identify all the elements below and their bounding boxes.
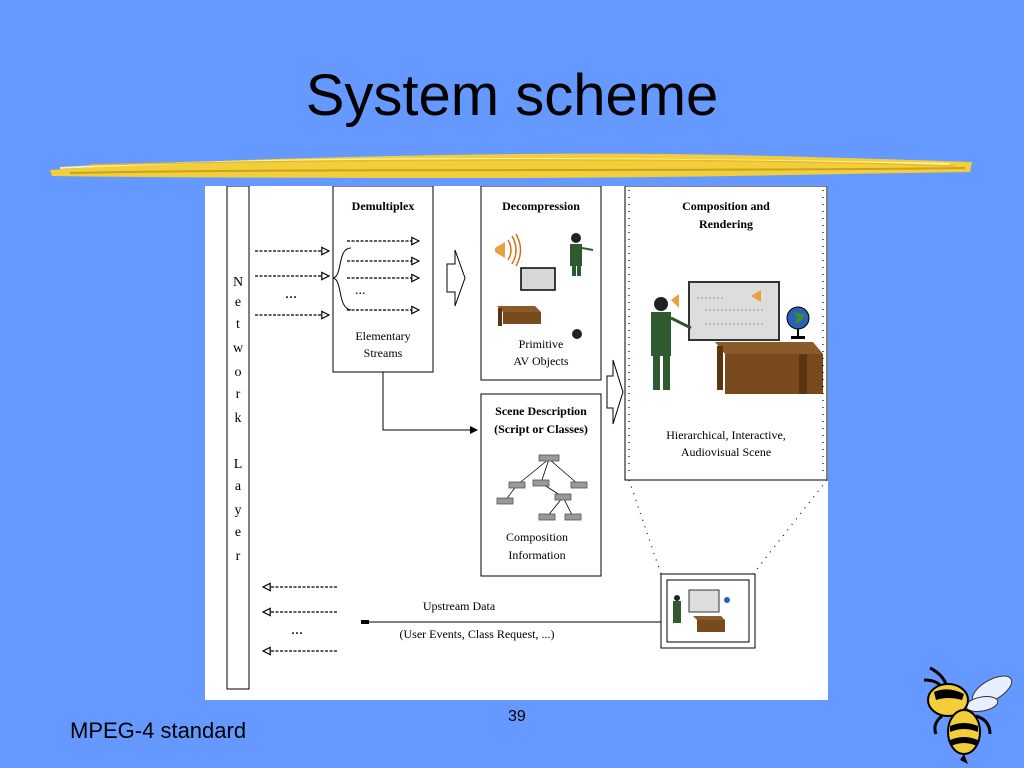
desk-icon [497, 306, 541, 326]
upstream-label-1: Upstream Data [423, 599, 496, 613]
speaker-icon [495, 233, 522, 267]
demultiplex-label-1: Elementary [355, 329, 410, 343]
network-layer-letter: e [235, 295, 241, 310]
decompression-title: Decompression [502, 199, 580, 213]
outgoing-streams [263, 587, 337, 651]
upstream-data: Upstream Data (User Events, Class Reques… [361, 599, 661, 641]
zoom-lines [628, 190, 828, 575]
scene-tree-icon [496, 454, 588, 521]
incoming-ellipsis: ... [285, 285, 297, 302]
page-number: 39 [508, 708, 526, 725]
scene-description-title-1: Scene Description [495, 404, 587, 418]
presenter-icon [651, 297, 692, 390]
network-layer-letter: L [234, 457, 243, 472]
upstream-label-2: (User Events, Class Request, ...) [400, 627, 555, 641]
network-layer-letter: k [235, 411, 242, 426]
hollow-arrow-icon [446, 249, 466, 307]
scene-description-title-2: (Script or Classes) [494, 422, 588, 436]
globe-icon [786, 306, 810, 339]
composition-label-1: Hierarchical, Interactive, [666, 428, 786, 442]
network-layer-letter: o [235, 365, 242, 380]
ball-icon [572, 329, 582, 339]
footer-text: MPEG-4 standard [70, 718, 247, 743]
person-icon [570, 233, 594, 276]
demux-to-scene-arrow [382, 372, 478, 434]
network-layer-letter: N [233, 275, 243, 290]
scene-description-box: Scene Description (Script or Classes) Co… [480, 393, 602, 577]
composition-label-2: Audiovisual Scene [681, 445, 771, 459]
composition-title-2: Rendering [699, 217, 753, 231]
yellow-jacket-mascot-icon [923, 666, 1013, 764]
desk-icon [715, 342, 823, 394]
demultiplex-box: Demultiplex ... Elementary Streams [332, 186, 434, 373]
network-layer-letter: y [235, 503, 242, 518]
network-layer-letter: r [236, 549, 241, 564]
demux-ellipsis: ... [355, 283, 366, 298]
network-layer-letter: w [233, 341, 244, 356]
network-layer-letter: r [236, 387, 241, 402]
decompression-label-1: Primitive [519, 337, 564, 351]
network-layer-letter: a [235, 479, 242, 494]
network-layer-column: N e t w o r k L a y e r [226, 186, 250, 690]
scene-description-label-1: Composition [506, 530, 568, 544]
slide-title: System scheme [305, 63, 719, 128]
network-layer-letter: t [236, 317, 240, 332]
composition-title-1: Composition and [682, 199, 770, 213]
network-layer-letter: e [235, 525, 241, 540]
scene-description-label-2: Information [508, 548, 565, 562]
scene-screen-icon [671, 281, 780, 341]
display-icon [520, 267, 556, 291]
outgoing-ellipsis: ... [291, 621, 303, 638]
hollow-arrow-icon [606, 359, 624, 425]
demultiplex-label-2: Streams [364, 346, 403, 360]
mpeg4-system-diagram: N e t w o r k L a y e r ... Demultiplex … [205, 186, 828, 700]
composition-box: Composition and Rendering [624, 186, 828, 481]
title-underline-brush [50, 153, 972, 178]
scene-thumbnail [660, 573, 756, 649]
decompression-box: Decompression Primitive AV Objects [480, 186, 602, 381]
decompression-label-2: AV Objects [513, 354, 569, 368]
demultiplex-title: Demultiplex [352, 199, 415, 213]
incoming-streams [255, 251, 329, 315]
